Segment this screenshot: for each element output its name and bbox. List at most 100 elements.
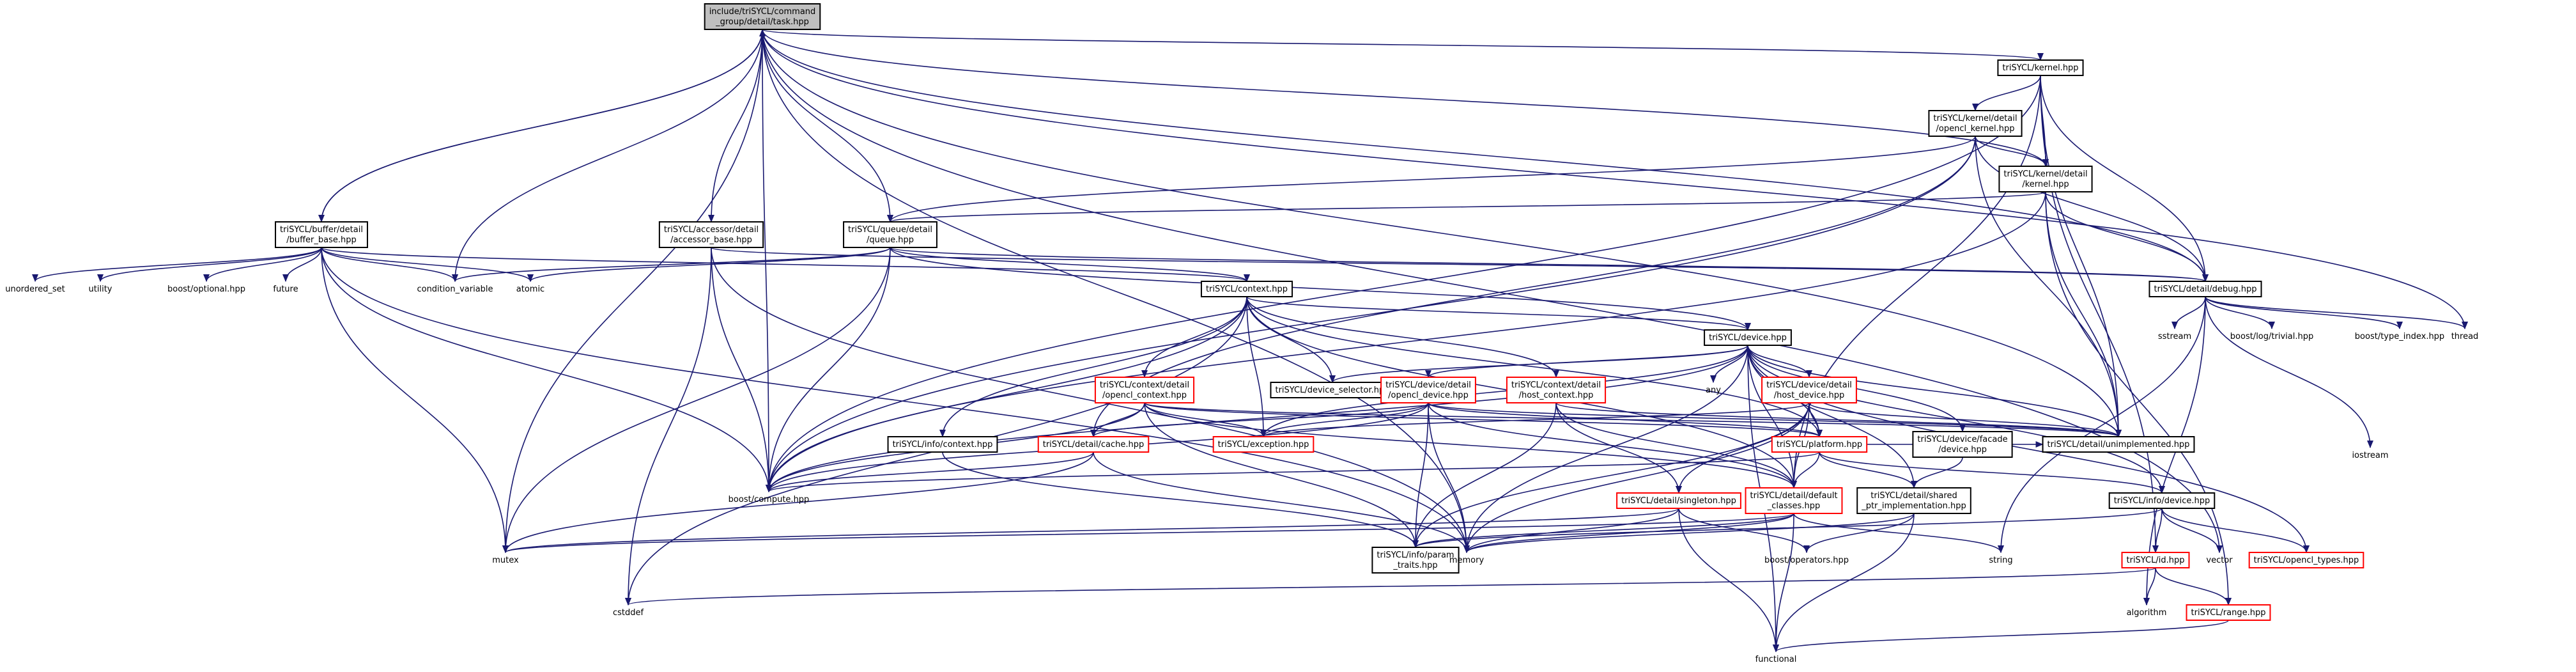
node-unordered-set: unordered_set [5, 285, 65, 294]
node-exception[interactable]: triSYCL/exception.hpp [1212, 436, 1315, 453]
node-label: include/triSYCL/command [709, 7, 816, 17]
node-box [843, 221, 937, 248]
node-label: /accessor_base.hpp [670, 235, 752, 245]
edge-default-classes-to-string [1793, 513, 2004, 553]
node-opencl-types[interactable]: triSYCL/opencl_types.hpp [2248, 552, 2364, 568]
node-range[interactable]: triSYCL/range.hpp [2186, 604, 2271, 621]
edge-device-to-exception [1260, 345, 1748, 437]
node-label: triSYCL/detail/default [1750, 491, 1838, 501]
node-box [1997, 59, 2084, 76]
edge-debug-to-iostream [2205, 296, 2373, 448]
node-info-context[interactable]: triSYCL/info/context.hpp [887, 436, 998, 453]
node-id[interactable]: triSYCL/id.hpp [2121, 552, 2190, 568]
node-box [2248, 552, 2364, 568]
node-label: triSYCL/context/detail [1511, 380, 1601, 390]
node-label: /device.hpp [1938, 445, 1987, 455]
edge-buffer-base-to-utility [97, 247, 322, 282]
node-ctx-opencl[interactable]: triSYCL/context/detail/opencl_context.hp… [1094, 377, 1195, 403]
node-box [2121, 552, 2190, 568]
node-ctx-host[interactable]: triSYCL/context/detail/host_context.hpp [1506, 377, 1607, 403]
node-box [1616, 492, 1741, 509]
node-label: condition_variable [417, 285, 493, 294]
edge-dev-host-to-unimplemented [1809, 402, 2122, 437]
edge-context-to-info-context [939, 296, 1247, 437]
edge-kernel-to-boost-compute [766, 75, 2041, 492]
node-dev-opencl[interactable]: triSYCL/device/detail/opencl_device.hpp [1380, 377, 1476, 403]
node-dev-host[interactable]: triSYCL/device/detail/host_device.hpp [1761, 377, 1857, 403]
edge-range-to-functional [1773, 620, 2229, 652]
node-label: triSYCL/device/detail [1385, 380, 1471, 390]
node-buffer-base[interactable]: triSYCL/buffer/detail/buffer_base.hpp [275, 221, 368, 248]
node-algorithm: algorithm [2127, 608, 2167, 618]
edge-platform-to-boost-compute [766, 451, 1820, 492]
node-device-selector[interactable]: triSYCL/device_selector.hpp [1270, 382, 1395, 398]
edge-kernel-detail-to-debug [2045, 191, 2209, 282]
node-facade[interactable]: triSYCL/device/facade/device.hpp [1912, 431, 2013, 458]
node-label: cstddef [613, 608, 644, 618]
edge-debug-to-boost-typeindex [2205, 296, 2403, 329]
node-accessor-base[interactable]: triSYCL/accessor/detail/accessor_base.hp… [658, 221, 764, 248]
edge-kernel-detail-to-boost-compute [766, 191, 2046, 492]
node-boost-typeindex: boost/type_index.hpp [2355, 332, 2444, 341]
edge-context-to-ctx-host [1246, 296, 1559, 378]
node-label: string [1989, 556, 2012, 565]
node-kernel-detail[interactable]: triSYCL/kernel/detail/kernel.hpp [1998, 166, 2093, 192]
node-singleton[interactable]: triSYCL/detail/singleton.hpp [1616, 492, 1741, 509]
node-label: triSYCL/detail/cache.hpp [1043, 440, 1145, 449]
node-default-classes[interactable]: triSYCL/detail/default_classes.hpp [1745, 487, 1843, 514]
edge-opencl-kernel-to-boost-compute [766, 136, 1976, 492]
edge-buffer-base-to-task [321, 29, 766, 223]
edge-debug-to-string [1998, 296, 2206, 553]
node-task[interactable]: include/triSYCL/command_group/detail/tas… [704, 3, 821, 30]
edge-kernel-detail-to-unimplemented [2045, 191, 2122, 437]
node-kernel[interactable]: triSYCL/kernel.hpp [1997, 59, 2084, 76]
edge-ctx-opencl-to-default-classes [1144, 402, 1797, 488]
node-label: triSYCL/kernel/detail [1933, 114, 2017, 123]
node-queue[interactable]: triSYCL/queue/detail/queue.hpp [843, 221, 937, 248]
node-unimplemented[interactable]: triSYCL/detail/unimplemented.hpp [2042, 436, 2195, 453]
node-label: triSYCL/device.hpp [1709, 333, 1787, 343]
edge-task-to-mutex [502, 29, 763, 553]
edge-opencl-kernel-to-kernel-detail [1975, 136, 2049, 167]
node-debug[interactable]: triSYCL/detail/debug.hpp [2148, 281, 2262, 297]
edge-queue-to-context [890, 247, 1250, 282]
node-label: triSYCL/accessor/detail [664, 225, 759, 235]
node-opencl-kernel[interactable]: triSYCL/kernel/detail/opencl_kernel.hpp [1928, 110, 2023, 137]
node-label: /opencl_device.hpp [1388, 391, 1469, 400]
node-label: triSYCL/context/detail [1100, 380, 1189, 390]
edge-task-to-unimplemented [762, 29, 2122, 437]
edge-queue-to-device [890, 247, 1751, 331]
node-box [1745, 487, 1843, 514]
edge-task-to-memory [762, 29, 1470, 553]
edge-buffer-base-to-boost-compute [321, 247, 772, 492]
node-box [1094, 377, 1195, 403]
node-info-device[interactable]: triSYCL/info/device.hpp [2108, 492, 2216, 509]
edge-info-device-to-param-traits [1412, 508, 2163, 548]
node-box [1371, 547, 1460, 574]
node-cache[interactable]: triSYCL/detail/cache.hpp [1037, 436, 1150, 453]
node-context[interactable]: triSYCL/context.hpp [1200, 281, 1293, 297]
node-box [1761, 377, 1857, 403]
edge-opencl-kernel-to-debug [1975, 136, 2209, 282]
node-label: triSYCL/context.hpp [1206, 285, 1288, 294]
edge-platform-to-shared-ptr [1819, 451, 1917, 488]
edges-layer [32, 29, 2468, 652]
node-param-traits[interactable]: triSYCL/info/param_traits.hpp [1371, 547, 1460, 574]
node-platform[interactable]: triSYCL/platform.hpp [1771, 436, 1868, 453]
node-label: /opencl_context.hpp [1102, 391, 1187, 400]
node-shared-ptr[interactable]: triSYCL/detail/shared_ptr_implementation… [1856, 487, 1971, 514]
edge-singleton-to-memory [1463, 508, 1679, 553]
edge-info-device-to-id [2152, 508, 2163, 553]
edge-id-to-cstddef [625, 567, 2156, 606]
edge-device-to-boost-compute [766, 345, 1748, 492]
node-label: _group/detail/task.hpp [715, 17, 809, 27]
node-boost-compute: boost/compute.hpp [729, 495, 810, 504]
node-device[interactable]: triSYCL/device.hpp [1704, 329, 1792, 346]
node-label: triSYCL/platform.hpp [1777, 440, 1862, 449]
node-atomic: atomic [516, 285, 544, 294]
edge-context-to-platform [1246, 296, 1823, 437]
node-box [1212, 436, 1315, 453]
edge-dev-host-to-memory [1463, 402, 1810, 553]
node-boost-log: boost/log/trivial.hpp [2230, 332, 2313, 341]
